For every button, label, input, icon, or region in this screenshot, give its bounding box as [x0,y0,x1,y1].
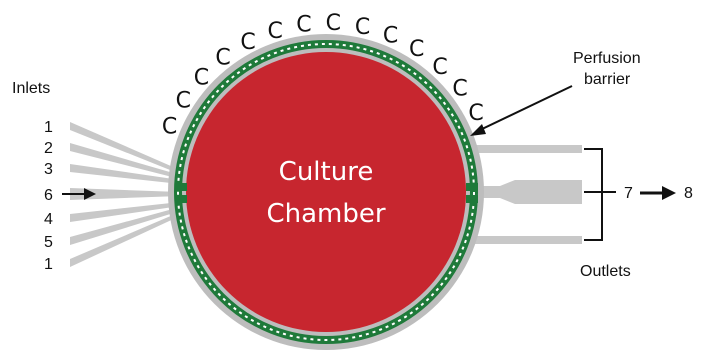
cell-marker: C [215,46,230,71]
inlet-port-lower [175,195,187,203]
outlet-bracket [584,148,616,241]
outlet-channel-middle [474,180,582,204]
inlet-channel [70,188,180,200]
inlet-channel [70,207,180,245]
inlet-number: 3 [44,161,53,178]
culture-chamber [186,52,466,332]
cell-marker: C [240,30,255,55]
cell-marker: C [468,101,483,126]
cell-marker: C [452,77,467,102]
chamber-label-line2: Chamber [266,199,385,229]
perfusion-barrier-pointer [470,85,573,136]
inlet-number: 1 [44,119,53,136]
cell-marker: C [296,12,311,37]
perfusion-barrier-label-line2: barrier [584,71,631,88]
cell-marker: C [326,11,341,36]
outlet-channel-bottom [474,236,582,244]
inlet-number: 2 [44,140,53,157]
cell-marker: C [355,15,370,40]
inlet-channel [70,122,180,174]
cell-marker: C [176,89,191,114]
chamber-label-line1: Culture [279,157,374,187]
outlet-channels [474,145,582,244]
inlet-channel [70,164,180,184]
inlet-number: 1 [44,256,53,273]
cell-marker: C [194,65,209,90]
outlet-port-upper [466,183,478,191]
cell-marker: C [162,115,177,140]
outlet-arrow [640,186,676,200]
inlet-6-arrow [62,188,96,200]
cell-marker: C [432,55,447,80]
inlet-port-upper [175,183,187,191]
inlet-channels [70,122,180,267]
perfusion-barrier-label-line1: Perfusion [573,50,641,67]
inlet-number: 6 [44,187,53,204]
cell-marker: C [409,37,424,62]
perfusion-barrier-pores [177,43,475,341]
inlet-number: 5 [44,234,53,251]
inlet-numbers: 1 2 3 6 4 5 1 [44,119,53,273]
outlets-label: Outlets [580,263,631,280]
inlets-label: Inlets [12,80,50,97]
inlet-number: 4 [44,211,53,228]
outlet-port-lower [466,195,478,203]
chamber-ports [175,183,478,203]
outlet-target-number: 8 [684,185,693,202]
inlet-channel [70,202,180,222]
outlet-channel-top [474,145,582,153]
outlet-group-number: 7 [624,185,633,202]
cell-marker: C [383,24,398,49]
inlet-channel [70,143,180,179]
cell-marker: C [268,19,283,44]
inlet-channel [70,212,180,267]
